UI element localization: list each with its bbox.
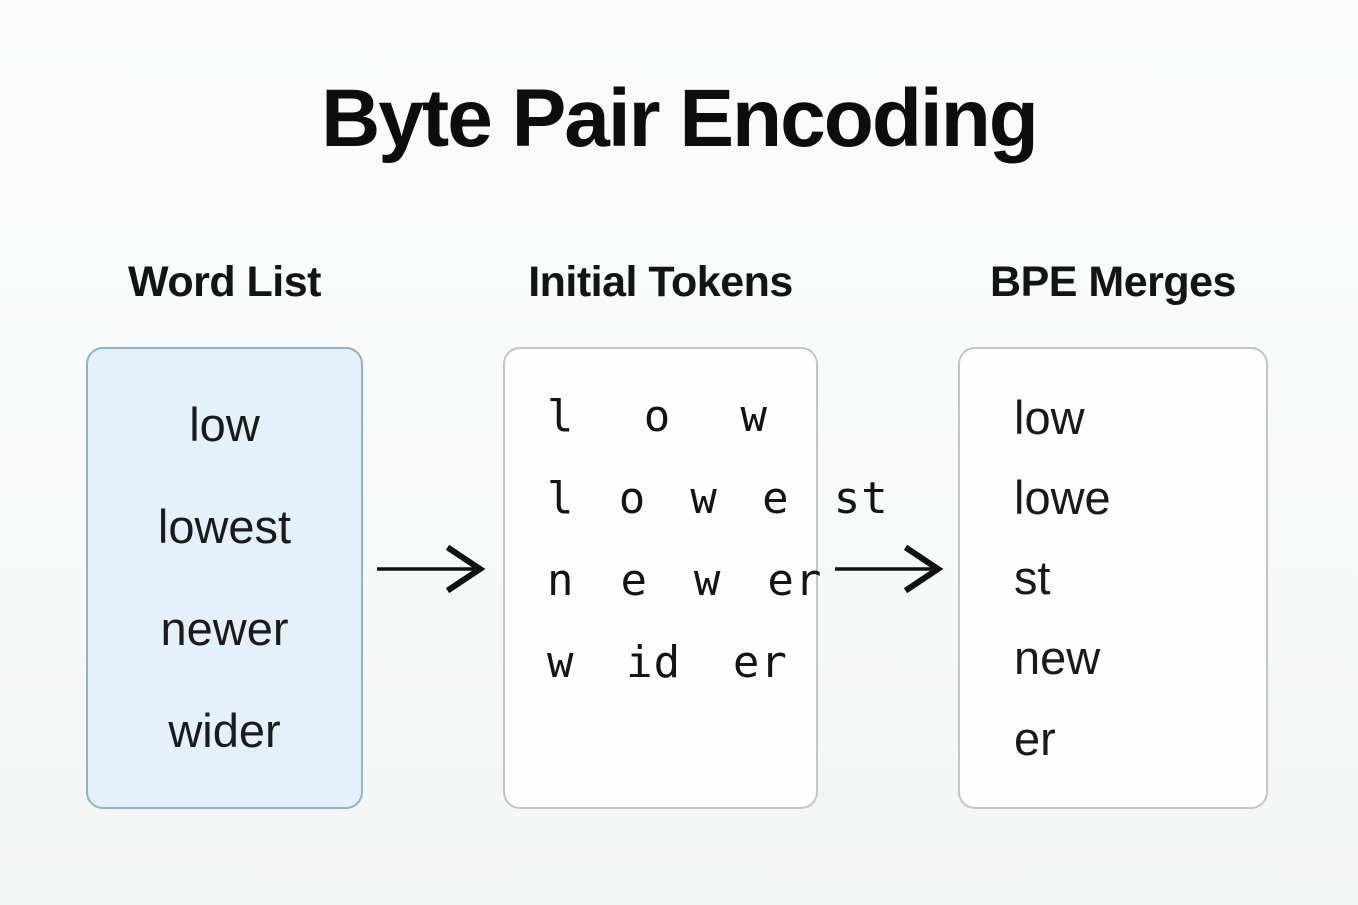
word-item: wider [168,704,281,758]
arrow-right-icon [377,545,486,593]
word-item: lowest [157,500,292,554]
bpe-merges-box: low lowe st new er [958,347,1268,809]
tokens-row: n e w er [547,554,823,606]
bpe-merges-header: BPE Merges [990,258,1236,306]
merge-item: lowe [1014,470,1111,524]
arrow-right-icon [835,545,944,593]
word-list-box: low lowest newer wider [86,347,363,809]
diagram-title: Byte Pair Encoding [321,73,1039,164]
merge-item: er [1014,711,1056,765]
tokens-row: l o w [547,391,769,442]
word-list-header: Word List [128,258,321,306]
merge-item: low [1014,390,1085,444]
word-item: newer [160,602,289,656]
word-item: low [189,398,260,452]
tokens-row: w id er [547,636,788,688]
initial-tokens-header: Initial Tokens [528,258,793,306]
tokens-row: l o w e st [547,472,889,524]
merge-item: st [1014,551,1051,605]
initial-tokens-box: l o w l o w e st n e w er w id er [503,347,889,809]
merge-item: new [1014,631,1101,685]
